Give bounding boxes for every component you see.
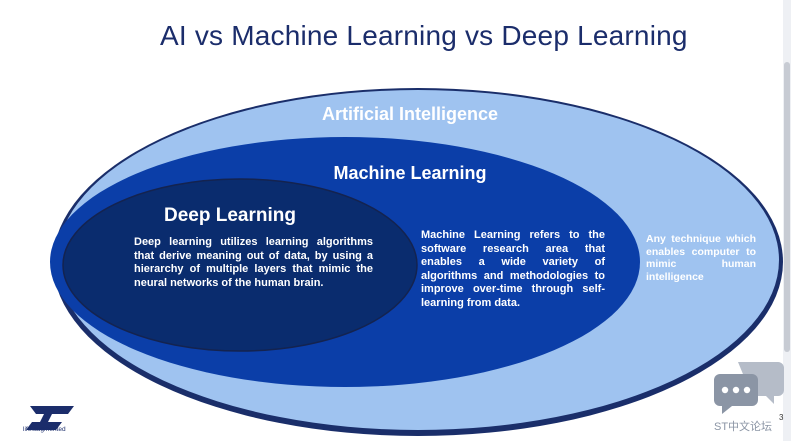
- dl-ellipse: [62, 178, 418, 352]
- ml-label: Machine Learning: [333, 163, 487, 183]
- ai-label: Artificial Intelligence: [321, 104, 499, 124]
- watermark-text: ST中文论坛: [714, 421, 773, 433]
- scrollbar-thumb[interactable]: [784, 62, 790, 352]
- logo-tagline: life.augmented: [23, 426, 66, 433]
- ai-description: Any technique which enables computer to …: [646, 233, 756, 283]
- dl-description: Deep learning utilizes learning algorith…: [134, 236, 373, 289]
- slide-title: AI vs Machine Learning vs Deep Learning: [160, 20, 688, 51]
- page-number: 3: [779, 413, 784, 422]
- dl-label: Deep Learning: [164, 205, 296, 226]
- st-logo-icon: [26, 406, 74, 430]
- ml-description: Machine Learning refers to the software …: [421, 229, 605, 309]
- vertical-scrollbar[interactable]: [783, 0, 791, 441]
- chat-bubble-icon: [714, 362, 784, 414]
